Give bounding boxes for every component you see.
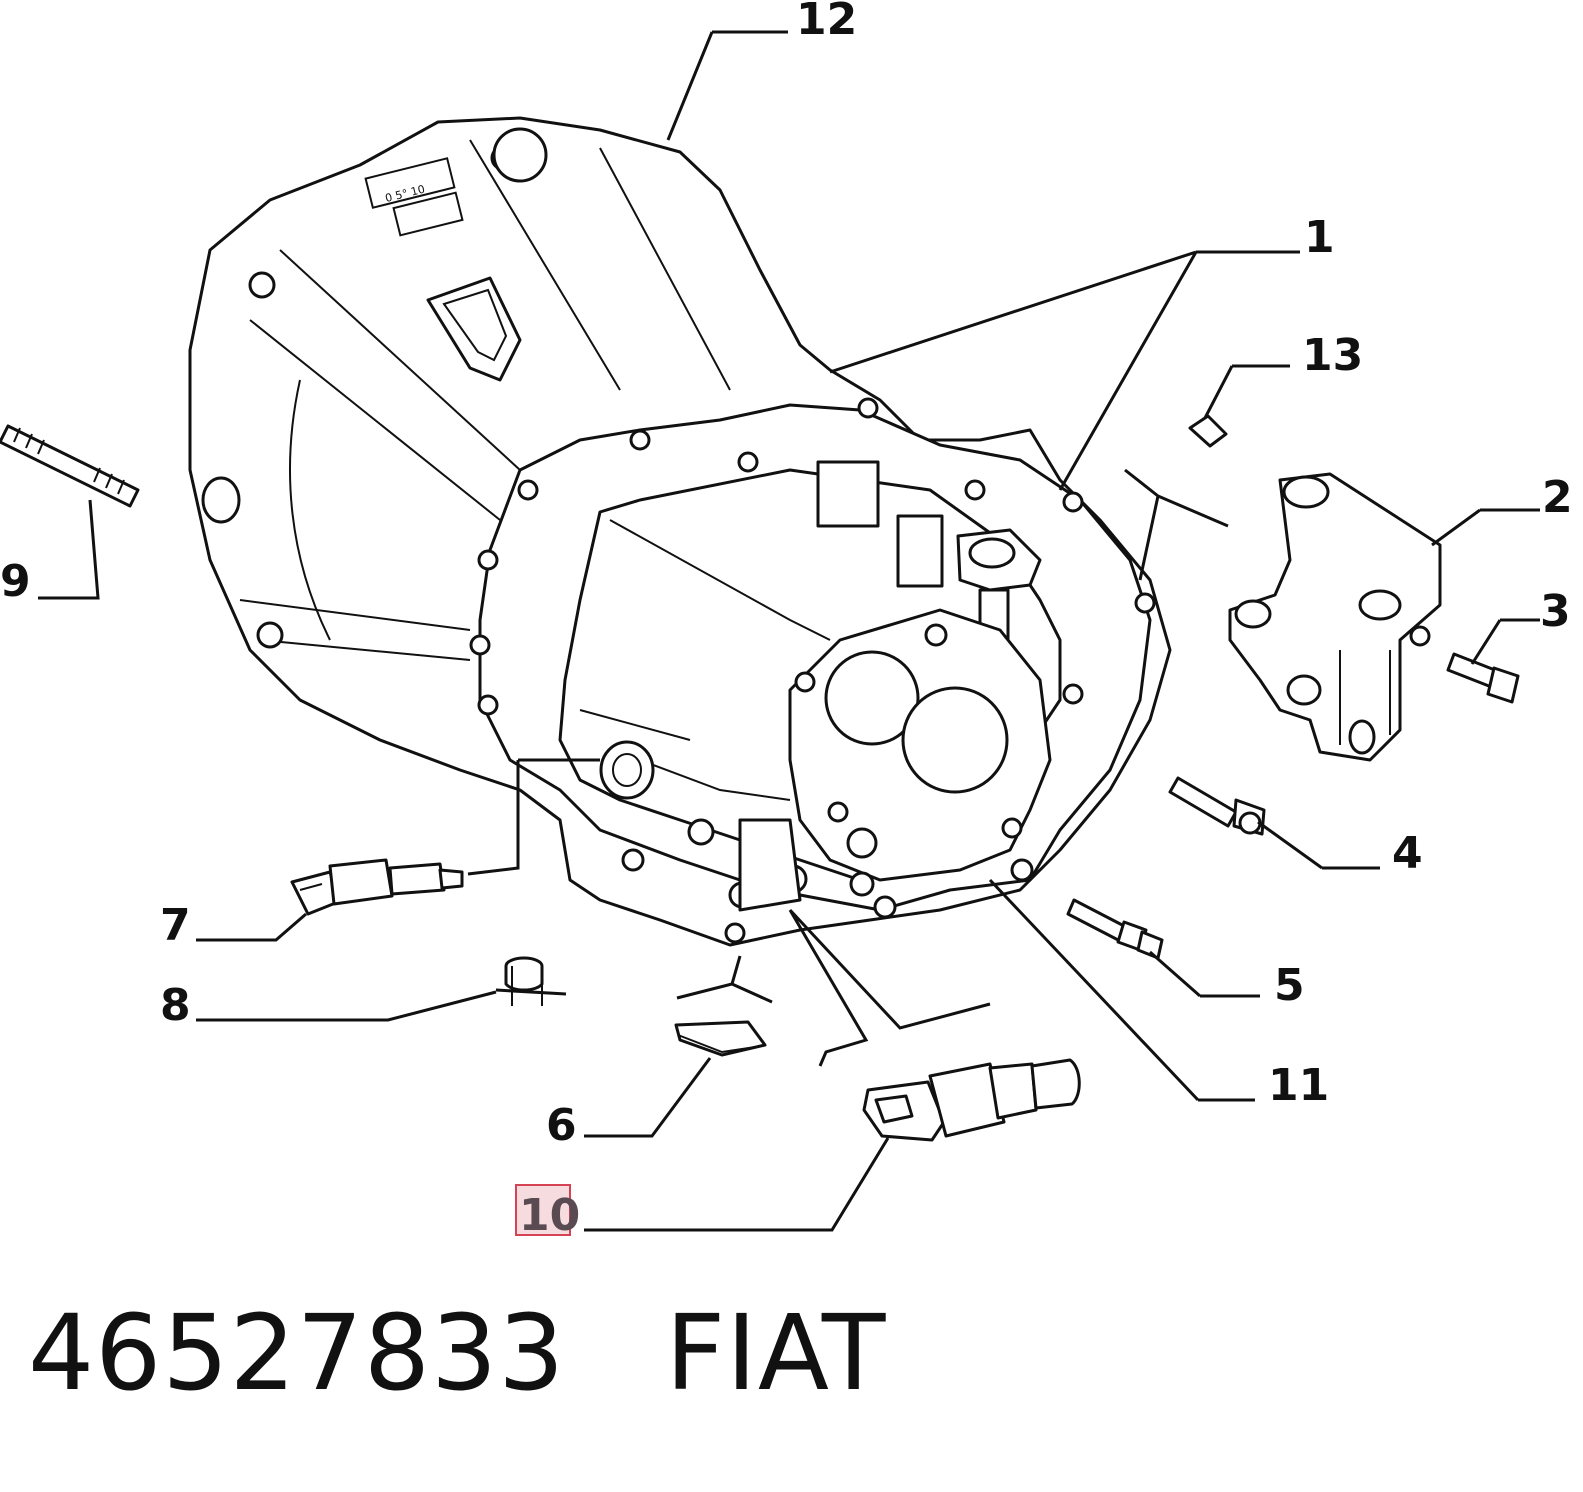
- callout-3: 3: [1540, 586, 1571, 637]
- leader-10b: [788, 908, 991, 1067]
- leader-7a: [467, 758, 600, 876]
- brand-name: FIAT: [665, 1292, 887, 1414]
- callout-labels: 12 1 13 2 3 4 5 11 9 7 8 6 10: [0, 0, 1573, 1241]
- leader-12: [666, 30, 788, 141]
- leader-lines: [38, 30, 1540, 1232]
- gearbox-housing: 0 5° 10: [188, 116, 1172, 947]
- part-9-stud: [0, 424, 140, 508]
- leader-1: [829, 250, 1300, 491]
- leader-8: [196, 988, 567, 1022]
- callout-12: 12: [796, 0, 857, 45]
- leader-4: [1257, 820, 1380, 870]
- callout-7: 7: [160, 900, 191, 951]
- leader-11: [988, 878, 1255, 1102]
- callout-6: 6: [546, 1100, 577, 1151]
- callout-5: 5: [1274, 960, 1305, 1011]
- part-6-plate: [674, 1020, 767, 1057]
- part-2-mounting-bracket: [1228, 472, 1442, 762]
- callout-2: 2: [1542, 472, 1573, 523]
- leader-6: [584, 1057, 712, 1138]
- leader-5: [1149, 950, 1260, 998]
- part-number: 46527833: [28, 1292, 566, 1414]
- part-3-bolt: [1446, 652, 1520, 704]
- callout-8: 8: [160, 980, 191, 1031]
- part-4-flange-bolt: [1168, 776, 1266, 836]
- callout-9: 9: [0, 556, 31, 607]
- part-number-footer: 46527833 FIAT: [28, 1292, 886, 1414]
- part-7-sensor: [290, 858, 464, 916]
- leader-2: [1431, 508, 1540, 547]
- leader-bracket-1: [1124, 468, 1229, 581]
- leader-6b: [676, 955, 773, 1004]
- callout-10-highlight-box: [515, 1184, 571, 1236]
- part-10-sensor: [862, 1058, 1081, 1142]
- leader-7: [196, 912, 307, 942]
- callout-13: 13: [1302, 330, 1363, 381]
- callout-11: 11: [1268, 1060, 1329, 1111]
- part-5-stud: [1066, 898, 1164, 960]
- leader-9: [38, 499, 100, 600]
- leader-3: [1470, 618, 1540, 665]
- part-13-dowel: [1188, 414, 1228, 448]
- part-8-plug: [504, 956, 544, 1006]
- callout-10: 10: [519, 1190, 580, 1241]
- leader-13: [1203, 364, 1290, 419]
- callout-1: 1: [1304, 212, 1335, 263]
- leader-10: [584, 1137, 890, 1232]
- callout-4: 4: [1392, 828, 1423, 879]
